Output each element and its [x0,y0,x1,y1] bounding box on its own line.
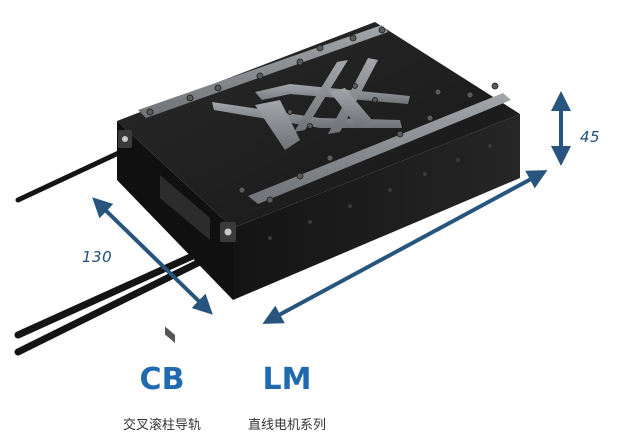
cable-top [15,147,128,203]
series-description: 交叉滚柱导轨 [122,418,201,433]
series-code: LM [262,362,312,397]
height-dimension-label: 45 [580,128,600,146]
depth-arrow [92,197,213,315]
series-description: 直线电机系列 [247,418,326,433]
series-code: CB [139,362,185,397]
top-screw-holes [146,26,499,204]
length-arrow [262,170,548,324]
series-lm: LM 直线电机系列 [237,362,337,434]
cross-plate [212,58,410,150]
connector-bottom [220,222,236,242]
depth-dimension-label: 130 [82,248,112,266]
top-rail-upper [138,25,388,118]
connector-top [118,130,132,148]
series-cb: CB 交叉滚柱导轨 [112,362,212,434]
